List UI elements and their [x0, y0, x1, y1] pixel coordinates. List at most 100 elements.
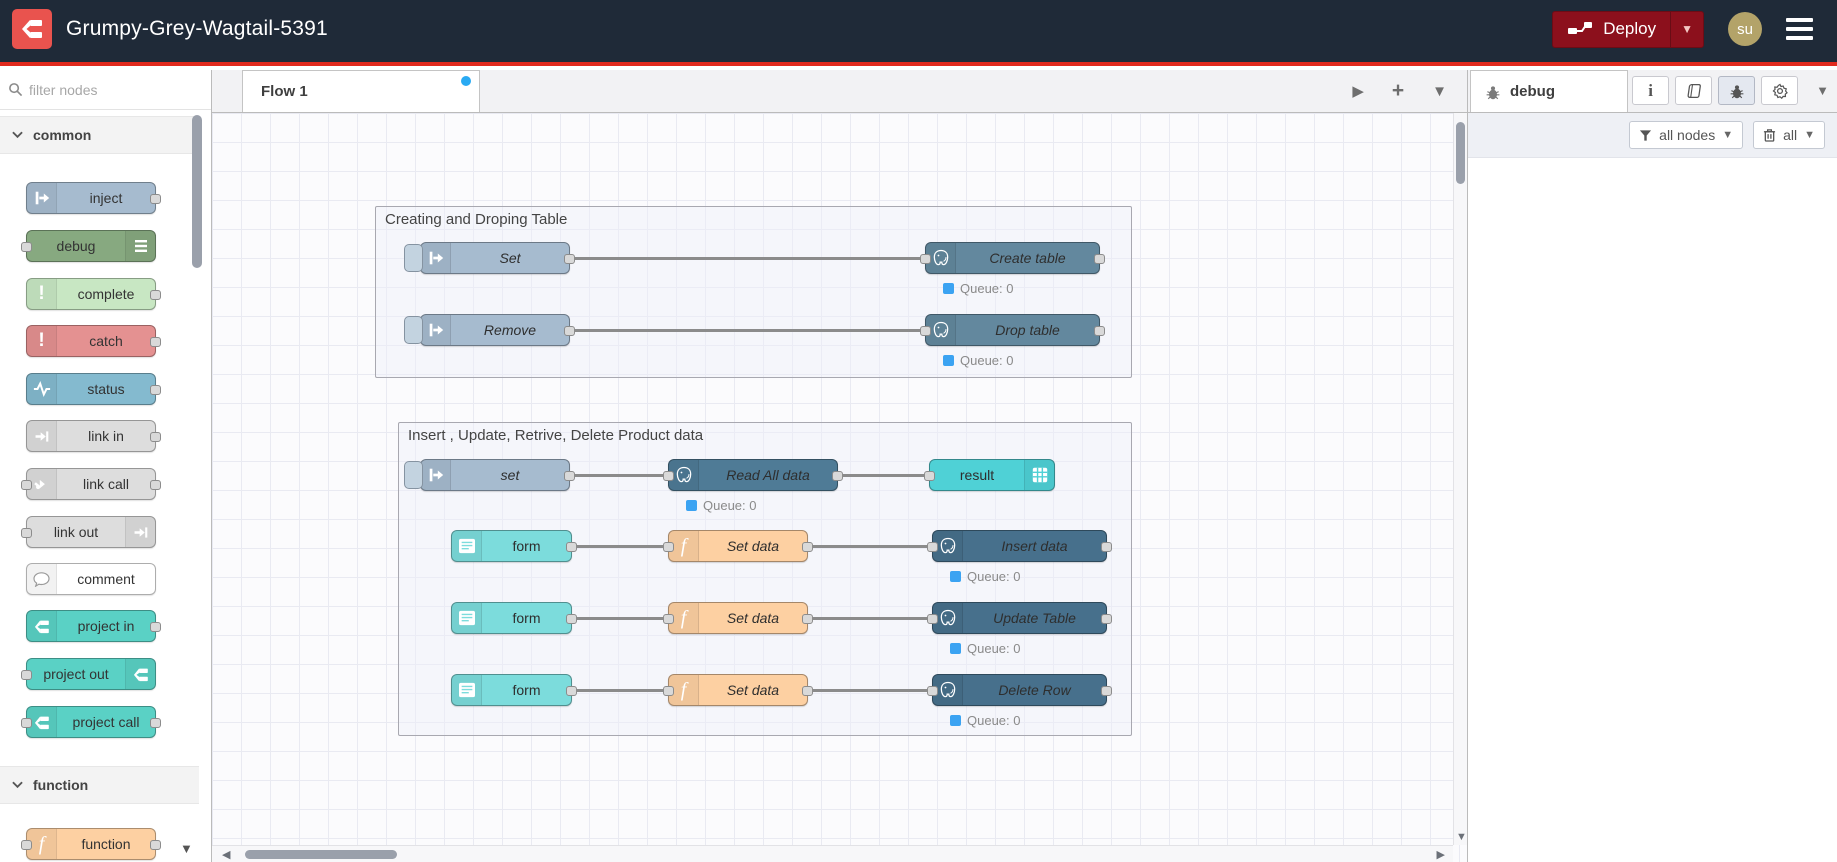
- output-port[interactable]: [150, 718, 161, 728]
- sidebar-menu-caret[interactable]: ▼: [1816, 83, 1829, 98]
- canvas-horizontal-scrollbar[interactable]: ◀ ▶: [212, 845, 1453, 862]
- palette-node-catch[interactable]: ! catch: [26, 325, 161, 357]
- wire[interactable]: [838, 474, 929, 477]
- debug-tab-button[interactable]: [1718, 76, 1756, 105]
- input-port[interactable]: [924, 471, 935, 481]
- flow-node-form-1[interactable]: form: [451, 530, 577, 562]
- deploy-button[interactable]: Deploy ▼: [1552, 10, 1704, 48]
- output-port[interactable]: [150, 290, 161, 300]
- palette-node-link-out[interactable]: link out: [21, 516, 156, 548]
- inject-button[interactable]: [404, 316, 423, 344]
- output-port[interactable]: [832, 471, 843, 481]
- input-port[interactable]: [663, 471, 674, 481]
- flow-node-update-table[interactable]: Update Table: [927, 602, 1112, 634]
- output-port[interactable]: [802, 542, 813, 552]
- palette-node-link-in[interactable]: link in: [26, 420, 161, 452]
- wire[interactable]: [808, 617, 932, 620]
- input-port[interactable]: [927, 614, 938, 624]
- output-port[interactable]: [150, 337, 161, 347]
- input-port[interactable]: [21, 670, 32, 680]
- add-flow-button[interactable]: +: [1391, 79, 1405, 102]
- output-port[interactable]: [802, 686, 813, 696]
- output-port[interactable]: [566, 614, 577, 624]
- debug-messages-area[interactable]: [1468, 158, 1837, 862]
- vertical-scrollbar-thumb[interactable]: [1456, 122, 1465, 184]
- palette-node-project-in[interactable]: project in: [26, 610, 161, 642]
- input-port[interactable]: [663, 542, 674, 552]
- input-port[interactable]: [21, 480, 32, 490]
- input-port[interactable]: [21, 718, 32, 728]
- deploy-options-caret[interactable]: ▼: [1670, 11, 1703, 47]
- flow-node-insert-data[interactable]: Insert data: [927, 530, 1112, 562]
- debug-filter-button[interactable]: all nodes ▼: [1629, 121, 1744, 149]
- flow-node-form-3[interactable]: form: [451, 674, 577, 706]
- wire[interactable]: [808, 545, 932, 548]
- flow-node-set-data-1[interactable]: f Set data: [663, 530, 813, 562]
- output-port[interactable]: [1101, 542, 1112, 552]
- flow-node-result[interactable]: result: [924, 459, 1055, 491]
- input-port[interactable]: [920, 326, 931, 336]
- output-port[interactable]: [564, 326, 575, 336]
- palette-category-common[interactable]: common: [0, 116, 199, 154]
- tab-debug[interactable]: debug: [1470, 70, 1628, 112]
- wire[interactable]: [570, 257, 925, 260]
- palette-node-complete[interactable]: ! complete: [26, 278, 161, 310]
- debug-clear-button[interactable]: all ▼: [1753, 121, 1825, 149]
- palette-node-link-call[interactable]: link call: [21, 468, 161, 500]
- output-port[interactable]: [150, 194, 161, 204]
- input-port[interactable]: [920, 254, 931, 264]
- palette-node-comment[interactable]: comment: [26, 563, 156, 595]
- palette-node-debug[interactable]: debug: [21, 230, 156, 262]
- user-avatar[interactable]: su: [1728, 12, 1762, 46]
- filter-nodes-input[interactable]: [29, 81, 179, 98]
- output-port[interactable]: [1101, 614, 1112, 624]
- config-tab-button[interactable]: [1761, 76, 1799, 105]
- input-port[interactable]: [21, 528, 32, 538]
- output-port[interactable]: [150, 385, 161, 395]
- inject-button[interactable]: [404, 461, 423, 489]
- scroll-down-arrow[interactable]: ▼: [1456, 831, 1467, 843]
- palette-node-inject[interactable]: inject: [26, 182, 161, 214]
- output-port[interactable]: [150, 432, 161, 442]
- palette-node-project-call[interactable]: project call: [21, 706, 161, 738]
- tab-menu-caret[interactable]: ▼: [1432, 82, 1447, 100]
- palette-node-function[interactable]: f function: [21, 828, 161, 860]
- flow-node-drop-table[interactable]: Drop table: [920, 314, 1105, 346]
- flow-node-inject-remove[interactable]: Remove: [404, 314, 575, 346]
- help-tab-button[interactable]: [1675, 76, 1713, 105]
- input-port[interactable]: [21, 840, 32, 850]
- output-port[interactable]: [150, 480, 161, 490]
- output-port[interactable]: [1094, 326, 1105, 336]
- flow-node-inject-set2[interactable]: set: [404, 459, 575, 491]
- output-port[interactable]: [1101, 686, 1112, 696]
- wire[interactable]: [572, 545, 668, 548]
- output-port[interactable]: [566, 686, 577, 696]
- flow-node-set-data-3[interactable]: f Set data: [663, 674, 813, 706]
- tab-list-icon[interactable]: ▶: [1352, 83, 1364, 100]
- input-port[interactable]: [21, 242, 32, 252]
- wire[interactable]: [570, 329, 925, 332]
- group-creating-dropping-table[interactable]: Creating and Droping Table: [375, 206, 1132, 378]
- palette-node-project-out[interactable]: project out: [21, 658, 156, 690]
- wire[interactable]: [572, 689, 668, 692]
- flow-node-create-table[interactable]: Create table: [920, 242, 1105, 274]
- flow-node-read-all-data[interactable]: Read All data: [663, 459, 843, 491]
- horizontal-scrollbar-thumb[interactable]: [245, 850, 397, 859]
- output-port[interactable]: [566, 542, 577, 552]
- deploy-button-main[interactable]: Deploy: [1553, 19, 1670, 39]
- input-port[interactable]: [927, 542, 938, 552]
- wire[interactable]: [570, 474, 668, 477]
- palette-scrollbar-thumb[interactable]: [192, 115, 202, 268]
- flow-node-delete-row[interactable]: Delete Row: [927, 674, 1112, 706]
- input-port[interactable]: [927, 686, 938, 696]
- output-port[interactable]: [150, 622, 161, 632]
- output-port[interactable]: [564, 254, 575, 264]
- flow-node-set-data-2[interactable]: f Set data: [663, 602, 813, 634]
- inject-button[interactable]: [404, 244, 423, 272]
- tab-flow-1[interactable]: Flow 1: [242, 70, 480, 112]
- flow-canvas[interactable]: Creating and Droping Table Insert , Upda…: [212, 113, 1467, 862]
- flow-node-inject-set[interactable]: Set: [404, 242, 575, 274]
- input-port[interactable]: [663, 686, 674, 696]
- output-port[interactable]: [150, 840, 161, 850]
- palette-category-function[interactable]: function: [0, 766, 199, 804]
